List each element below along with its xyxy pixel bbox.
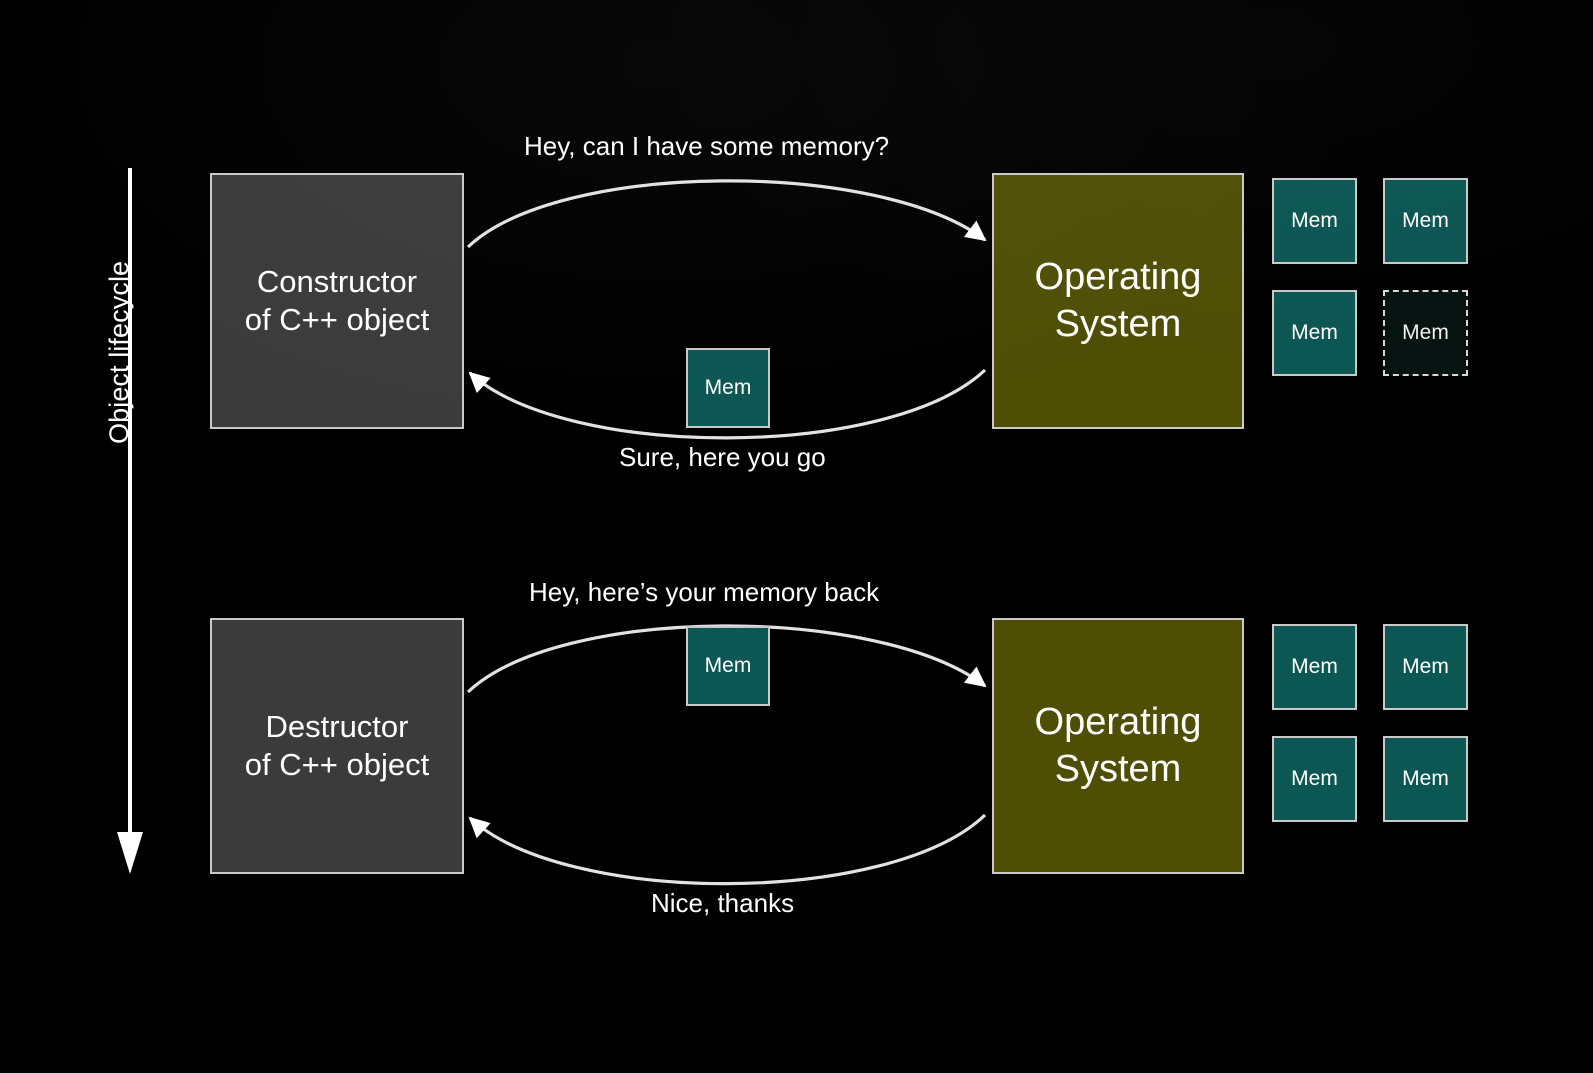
constructor-title-line-2: of C++ object (244, 302, 430, 337)
memory-chip: Mem (1383, 178, 1468, 264)
memory-chip: Mem (1383, 736, 1468, 822)
object-lifecycle-arrow-icon (117, 168, 143, 874)
os-title-line-1: Operating (1034, 700, 1202, 743)
os-title-line-1: Operating (1034, 255, 1202, 298)
memory-chip: Mem (1272, 736, 1357, 822)
caption-acknowledge-memory: Nice, thanks (651, 888, 795, 918)
arrow-request-construction (466, 179, 987, 249)
os-title-line-2: System (1054, 303, 1182, 345)
operating-system-box-destruction[interactable]: Operating System (992, 618, 1244, 874)
memory-chip-in-transit-destruction: Mem (686, 626, 770, 706)
memory-chip-in-transit-construction: Mem (686, 348, 770, 428)
caption-request-memory: Hey, can I have some memory? (524, 131, 890, 161)
arrow-ack-destruction (468, 813, 987, 886)
destructor-title-line-2: of C++ object (244, 747, 430, 782)
memory-chip: Mem (1272, 290, 1357, 376)
os-title-line-2: System (1054, 748, 1182, 790)
constructor-title-line-1: Constructor (256, 263, 418, 299)
caption-grant-memory: Sure, here you go (619, 442, 826, 472)
constructor-box[interactable]: Constructor of C++ object (210, 173, 464, 429)
memory-chip: Mem (1272, 178, 1357, 264)
memory-chip: Mem (1383, 624, 1468, 710)
memory-chip-freed: Mem (1383, 290, 1468, 376)
object-lifecycle-label: Object lifecycle (103, 260, 134, 444)
caption-return-memory: Hey, here’s your memory back (529, 577, 880, 607)
destructor-box[interactable]: Destructor of C++ object (210, 618, 464, 874)
memory-chip: Mem (1272, 624, 1357, 710)
operating-system-box-construction[interactable]: Operating System (992, 173, 1244, 429)
destructor-title-line-1: Destructor (265, 708, 409, 744)
